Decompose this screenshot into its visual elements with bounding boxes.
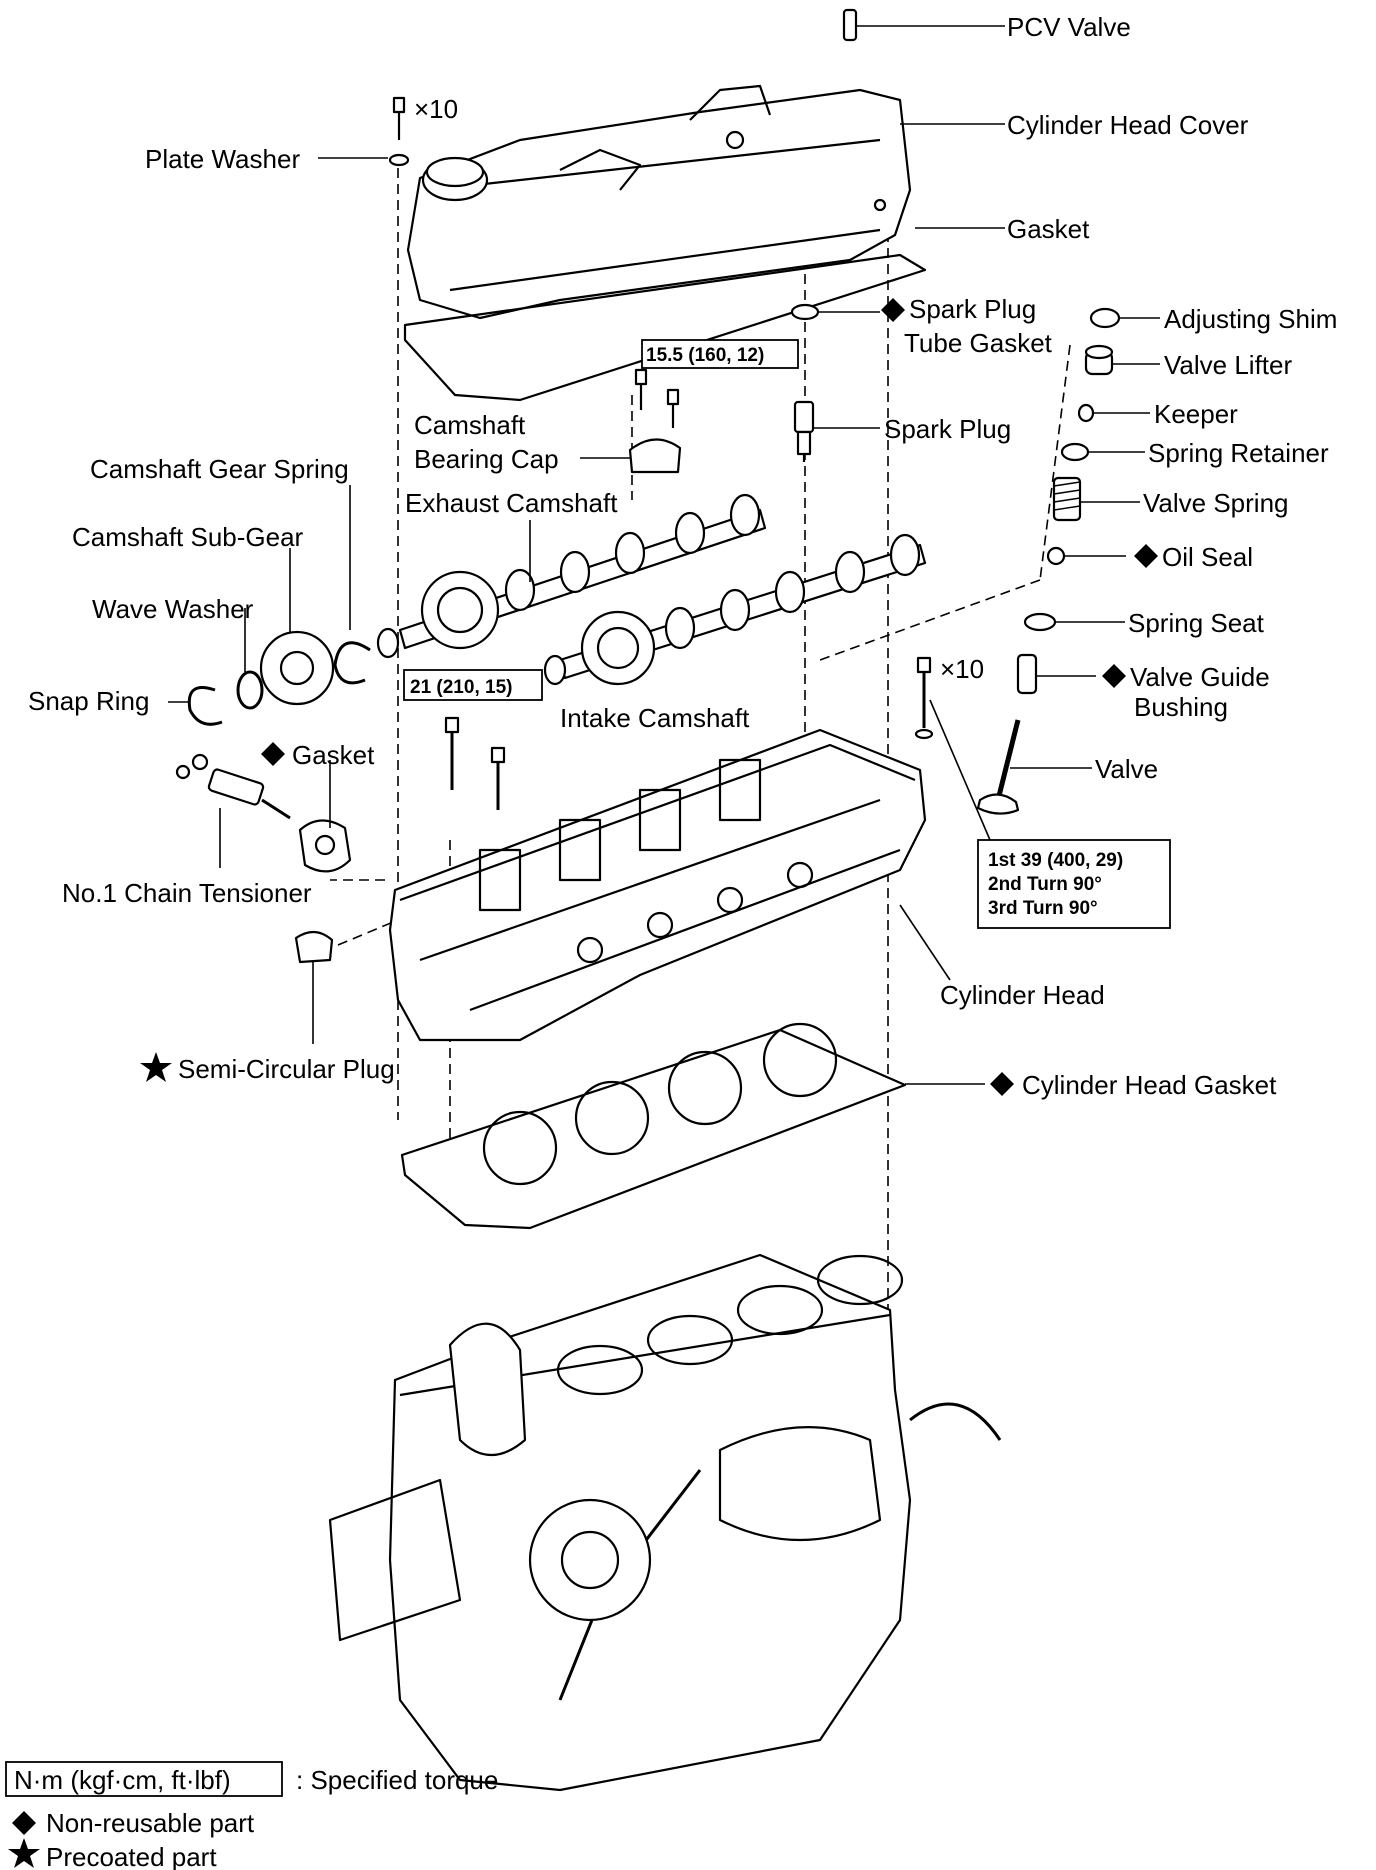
spring-retainer-label: Spring Retainer xyxy=(1148,438,1329,468)
intake-camshaft-part xyxy=(543,533,927,686)
torque-head-bolt-3: 3rd Turn 90° xyxy=(988,898,1098,919)
spark-plug-label: Spark Plug xyxy=(884,414,1011,444)
semi-circular-plug-part xyxy=(294,930,334,1044)
diamond-icon xyxy=(12,1811,36,1835)
exhaust-camshaft-part xyxy=(376,493,767,659)
diamond-icon xyxy=(881,298,905,322)
pcv-valve-part xyxy=(842,8,1005,42)
cam-housing-bolts xyxy=(403,669,543,810)
plate-washer-label: Plate Washer xyxy=(145,144,300,174)
camshaft-bearing-cap-label-1: Camshaft xyxy=(414,410,526,440)
valve-spring-label: Valve Spring xyxy=(1143,488,1289,518)
valve-guide-bushing-label-2: Bushing xyxy=(1134,692,1228,722)
spring-seat-label: Spring Seat xyxy=(1128,608,1265,638)
valve-train-parts xyxy=(976,307,1160,815)
torque-bearing-cap: 15.5 (160, 12) xyxy=(646,345,764,366)
cylinder-head-gasket-part xyxy=(400,1022,985,1230)
cylinder-head-cover-label: Cylinder Head Cover xyxy=(1007,110,1249,140)
legend-non-reusable: Non-reusable part xyxy=(46,1808,255,1838)
cylinder-head-part xyxy=(388,728,951,1042)
spark-plug-tube-gasket-label-2: Tube Gasket xyxy=(904,328,1053,358)
cylinder-head-label: Cylinder Head xyxy=(940,980,1105,1010)
diamond-icon xyxy=(1102,664,1126,688)
camshaft-gear-parts xyxy=(168,485,371,726)
cover-bolt-part xyxy=(318,96,410,167)
spark-plug-tube-gasket-label-1: Spark Plug xyxy=(909,294,1036,324)
legend xyxy=(5,1761,283,1797)
adjusting-shim-label: Adjusting Shim xyxy=(1164,304,1337,334)
torque-head-bolt-1: 1st 39 (400, 29) xyxy=(988,850,1123,871)
torque-head-bolt-2: 2nd Turn 90° xyxy=(988,874,1102,895)
snap-ring-label: Snap Ring xyxy=(28,686,149,716)
camshaft-gear-spring-label: Camshaft Gear Spring xyxy=(90,454,349,484)
intake-camshaft-label: Intake Camshaft xyxy=(560,703,750,733)
exhaust-camshaft-label: Exhaust Camshaft xyxy=(405,488,618,518)
cover-gasket-part xyxy=(403,227,1005,402)
diamond-icon xyxy=(261,742,285,766)
camshaft-sub-gear-label: Camshaft Sub-Gear xyxy=(72,522,304,552)
head-bolt-part xyxy=(914,656,1171,929)
legend-precoated: Precoated part xyxy=(46,1842,217,1870)
star-icon xyxy=(140,1052,172,1082)
gasket-tensioner-label: Gasket xyxy=(292,740,375,770)
pcv-valve-label: PCV Valve xyxy=(1007,12,1131,42)
spark-plug-parts xyxy=(790,303,880,462)
chain-tensioner-part xyxy=(175,753,352,873)
gasket-cover-label: Gasket xyxy=(1007,214,1090,244)
valve-guide-bushing-label-1: Valve Guide xyxy=(1130,662,1270,692)
oil-seal-label: Oil Seal xyxy=(1162,542,1253,572)
cylinder-head-cover-part xyxy=(406,84,1005,320)
star-icon xyxy=(8,1838,40,1868)
cylinder-head-gasket-label: Cylinder Head Gasket xyxy=(1022,1070,1277,1100)
legend-torque-desc: : Specified torque xyxy=(296,1765,498,1795)
wave-washer-label: Wave Washer xyxy=(92,594,254,624)
x10-mid-label: ×10 xyxy=(940,654,984,684)
keeper-label: Keeper xyxy=(1154,399,1238,429)
no1-chain-tensioner-label: No.1 Chain Tensioner xyxy=(62,878,312,908)
semi-circular-plug-label: Semi-Circular Plug xyxy=(178,1054,395,1084)
engine-block-part xyxy=(328,1253,1002,1792)
valve-lifter-label: Valve Lifter xyxy=(1164,350,1292,380)
bearing-cap-part xyxy=(580,339,799,474)
diamond-icon xyxy=(990,1072,1014,1096)
valve-label: Valve xyxy=(1095,754,1158,784)
torque-cam-housing: 21 (210, 15) xyxy=(410,677,512,698)
legend-torque-box: N·m (kgf·cm, ft·lbf) xyxy=(14,1765,231,1795)
x10-top-label: ×10 xyxy=(414,94,458,124)
diamond-icon xyxy=(1134,544,1158,568)
camshaft-bearing-cap-label-2: Bearing Cap xyxy=(414,444,559,474)
